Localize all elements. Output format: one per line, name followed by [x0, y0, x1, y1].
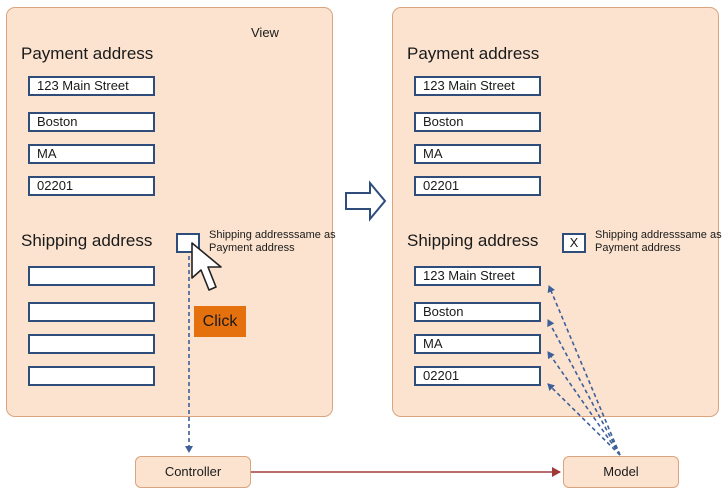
model-to-city-arrow [547, 319, 621, 456]
shipping-street-field-after[interactable]: 123 Main Street [414, 266, 541, 286]
view-label: View [251, 25, 279, 40]
shipping-zip-field-before[interactable] [28, 366, 155, 386]
payment-city-field-before[interactable]: Boston [28, 112, 155, 132]
click-annotation: Click [194, 306, 246, 337]
model-to-street-arrow [547, 285, 621, 456]
shipping-address-title-after: Shipping address [407, 231, 539, 250]
payment-state-field-before[interactable]: MA [28, 144, 155, 164]
payment-state-field-after[interactable]: MA [414, 144, 541, 164]
model-to-zip-arrow [547, 383, 621, 456]
payment-address-title-before: Payment address [21, 44, 154, 63]
shipping-state-field-before[interactable] [28, 334, 155, 354]
payment-zip-field-after[interactable]: 02201 [414, 176, 541, 196]
payment-city-field-after[interactable]: Boston [414, 112, 541, 132]
payment-address-title-after: Payment address [407, 44, 540, 63]
payment-street-field-before[interactable]: 123 Main Street [28, 76, 155, 96]
controller-node: Controller [135, 456, 251, 488]
model-node: Model [563, 456, 679, 488]
payment-street-field-after[interactable]: 123 Main Street [414, 76, 541, 96]
same-address-label-before: Shipping addresssame as Payment address [209, 229, 336, 254]
shipping-city-field-after[interactable]: Boston [414, 302, 541, 322]
shipping-address-title-before: Shipping address [21, 231, 153, 250]
mouse-pointer-icon [191, 242, 222, 291]
shipping-state-field-after[interactable]: MA [414, 334, 541, 354]
payment-zip-field-before[interactable]: 02201 [28, 176, 155, 196]
transition-arrow [345, 180, 387, 222]
shipping-zip-field-after[interactable]: 02201 [414, 366, 541, 386]
shipping-street-field-before[interactable] [28, 266, 155, 286]
shipping-city-field-before[interactable] [28, 302, 155, 322]
same-address-label-after: Shipping addresssame as Payment address [595, 229, 722, 254]
same-address-checkbox-after[interactable]: X [562, 233, 586, 253]
